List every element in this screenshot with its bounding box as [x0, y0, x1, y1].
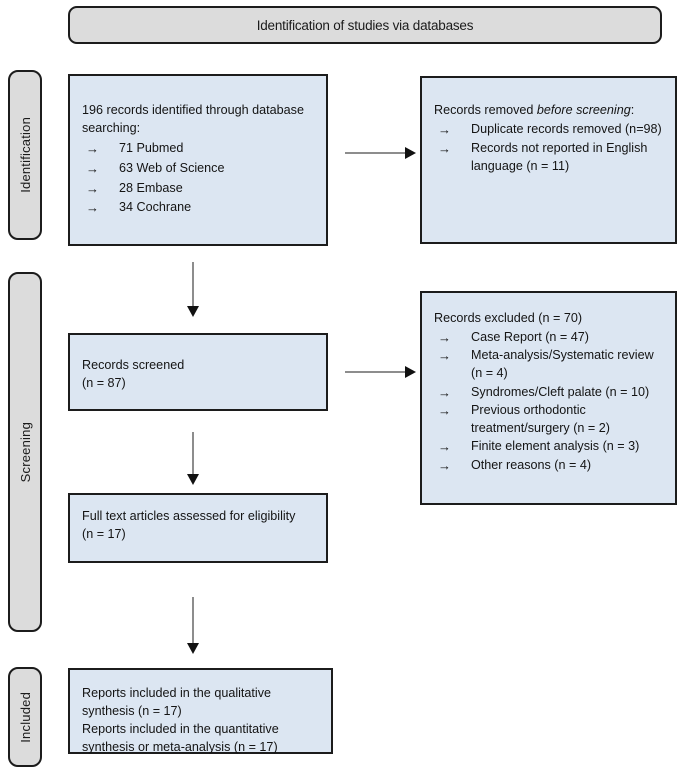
list-item: → Records not reported in English langua… — [434, 140, 663, 176]
full-text-line1: Full text articles assessed for eligibil… — [82, 509, 296, 523]
stage-tab-screening-label: Screening — [17, 421, 33, 483]
box-records-removed: Records removed before screening: → Dupl… — [420, 76, 677, 244]
arrow-head-right-icon — [405, 365, 416, 378]
stage-tab-identification-label: Identification — [17, 117, 33, 193]
right-arrow-icon: → — [86, 160, 99, 176]
list-item-label: Case Report (n = 47) — [471, 329, 589, 344]
list-item-label: 28 Embase — [119, 180, 183, 195]
right-arrow-icon: → — [86, 200, 99, 216]
records-identified-source-list: → 71 Pubmed → 63 Web of Science → 28 Emb… — [82, 140, 314, 218]
list-item: → 34 Cochrane — [82, 199, 314, 217]
records-removed-title-italic: before screening — [536, 103, 631, 117]
records-identified-title: 196 records identified through database … — [82, 103, 304, 135]
list-item: → Duplicate records removed (n=98) — [434, 121, 663, 139]
list-item-label: Meta-analysis/Systematic review (n = 4) — [471, 348, 654, 381]
stage-tab-screening: Screening — [8, 272, 42, 632]
right-arrow-icon: → — [438, 402, 451, 418]
arrow-shaft — [192, 262, 194, 308]
right-arrow-icon: → — [86, 180, 99, 196]
right-arrow-icon: → — [438, 348, 451, 364]
records-removed-title-suffix: : — [630, 103, 635, 117]
records-removed-title-prefix: Records removed — [434, 103, 537, 117]
right-arrow-icon: → — [438, 384, 451, 400]
arrow-shaft — [192, 432, 194, 476]
box-records-excluded: Records excluded (n = 70) → Case Report … — [420, 291, 677, 505]
list-item-label: 71 Pubmed — [119, 140, 184, 155]
arrow-head-down-icon — [186, 306, 199, 317]
records-excluded-reason-list: → Case Report (n = 47) → Meta-analysis/S… — [434, 329, 663, 475]
list-item-label: 34 Cochrane — [119, 200, 192, 215]
arrow-head-down-icon — [186, 474, 199, 485]
full-text-line2: (n = 17) — [82, 526, 126, 541]
list-item: → 28 Embase — [82, 180, 314, 198]
box-records-screened: Records screened (n = 87) — [68, 333, 328, 411]
box-records-identified: 196 records identified through database … — [68, 74, 328, 246]
list-item: → Syndromes/Cleft palate (n = 10) — [434, 384, 663, 402]
list-item: → 63 Web of Science — [82, 160, 314, 178]
records-screened-line2: (n = 87) — [82, 375, 126, 390]
arrow-head-down-icon — [186, 643, 199, 654]
right-arrow-icon: → — [438, 140, 451, 156]
records-screened-line1: Records screened — [82, 358, 185, 372]
arrow-shaft — [345, 371, 407, 373]
records-excluded-title: Records excluded (n = 70) — [434, 311, 583, 325]
arrow-shaft — [192, 597, 194, 645]
right-arrow-icon: → — [438, 457, 451, 473]
stage-tab-identification: Identification — [8, 70, 42, 240]
diagram-header-title: Identification of studies via databases — [256, 17, 474, 33]
stage-tab-included-label: Included — [17, 691, 33, 743]
box-full-text-assessed: Full text articles assessed for eligibil… — [68, 493, 328, 563]
list-item-label: Other reasons (n = 4) — [471, 457, 592, 472]
list-item: → Other reasons (n = 4) — [434, 457, 663, 475]
list-item: → Case Report (n = 47) — [434, 329, 663, 347]
right-arrow-icon: → — [438, 329, 451, 345]
list-item: → Meta-analysis/Systematic review (n = 4… — [434, 347, 663, 383]
right-arrow-icon: → — [438, 121, 451, 137]
records-removed-reason-list: → Duplicate records removed (n=98) → Rec… — [434, 121, 663, 176]
list-item: → 71 Pubmed — [82, 140, 314, 158]
box-reports-included: Reports included in the qualitative synt… — [68, 668, 333, 754]
arrow-head-right-icon — [405, 146, 416, 159]
list-item-label: Records not reported in English language… — [471, 140, 648, 173]
stage-tab-included: Included — [8, 667, 42, 767]
list-item: → Finite element analysis (n = 3) — [434, 438, 663, 456]
right-arrow-icon: → — [86, 140, 99, 156]
list-item-label: Syndromes/Cleft palate (n = 10) — [471, 384, 650, 399]
list-item-label: Finite element analysis (n = 3) — [471, 439, 640, 454]
list-item-label: Previous orthodontic treatment/surgery (… — [471, 402, 610, 435]
right-arrow-icon: → — [438, 439, 451, 455]
reports-included-line2: Reports included in the quantitative syn… — [82, 721, 279, 754]
reports-included-line1: Reports included in the qualitative synt… — [82, 686, 272, 718]
arrow-shaft — [345, 152, 407, 154]
list-item: → Previous orthodontic treatment/surgery… — [434, 402, 663, 438]
list-item-label: Duplicate records removed (n=98) — [471, 121, 662, 136]
diagram-header-banner: Identification of studies via databases — [68, 6, 662, 44]
list-item-label: 63 Web of Science — [119, 160, 225, 175]
records-removed-title: Records removed before screening: — [434, 102, 663, 120]
